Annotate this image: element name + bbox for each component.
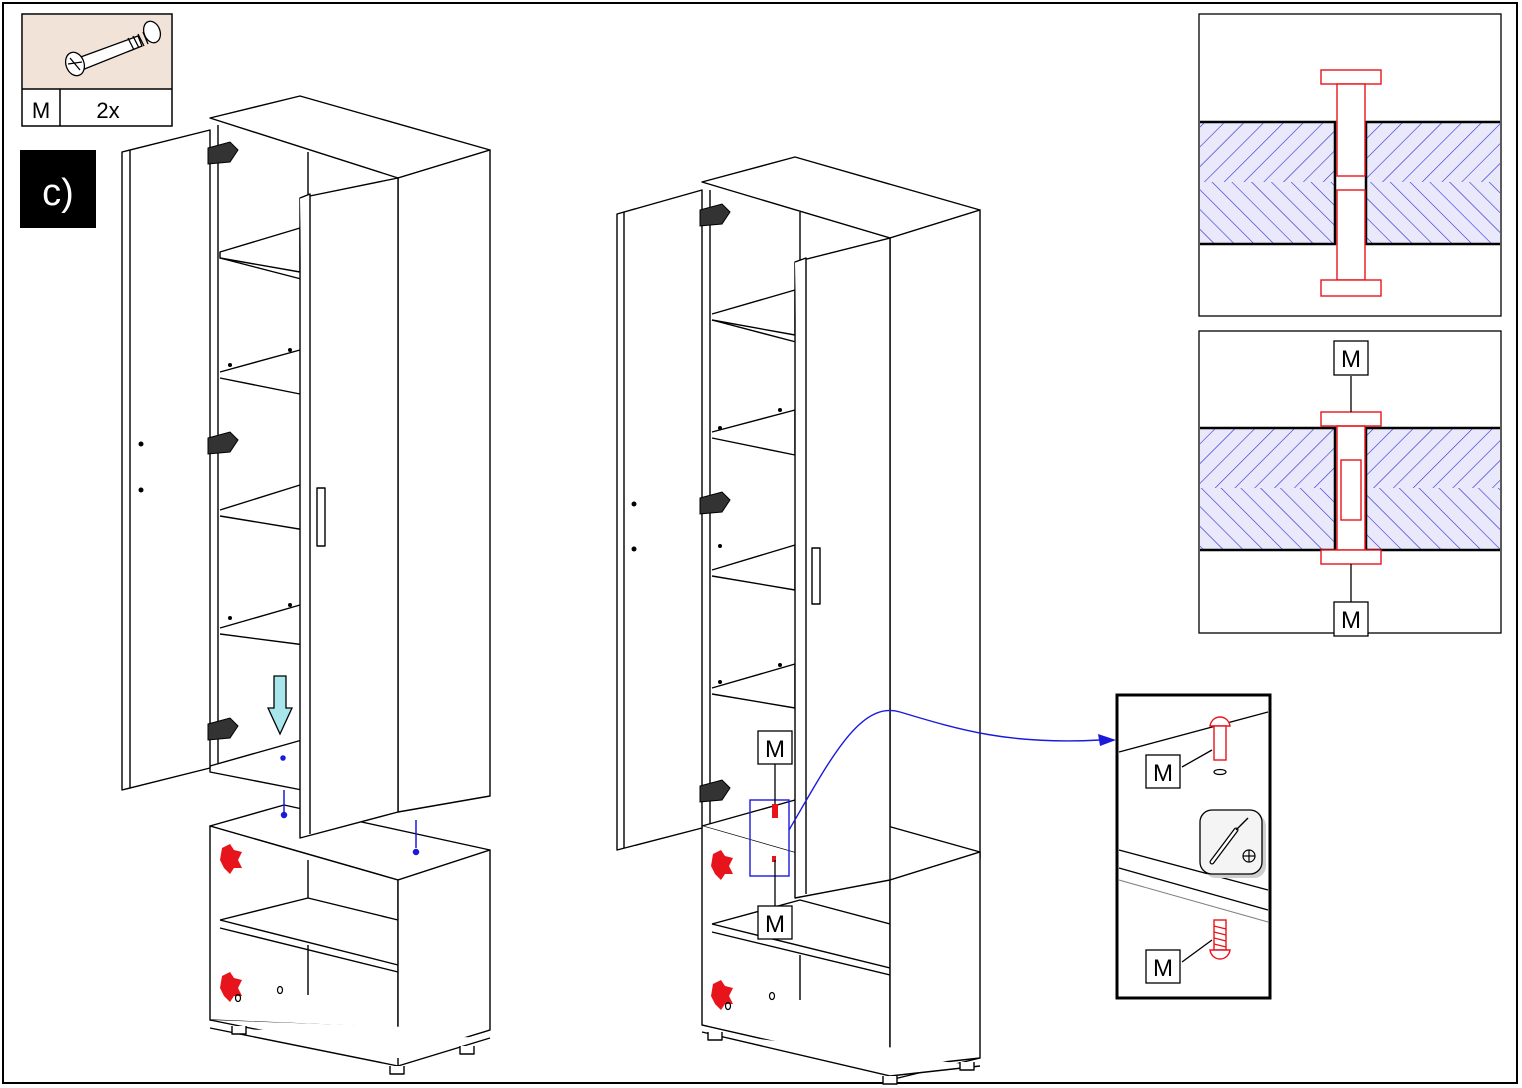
cabinet-assembled — [616, 156, 981, 1085]
screw-connector-icon — [64, 20, 162, 77]
part-quantity: 2x — [96, 98, 119, 123]
cross-section-after — [1198, 330, 1502, 637]
cabinet-exploded — [121, 95, 491, 1075]
step-badge: c) — [20, 150, 96, 228]
section-m-top: M — [1341, 346, 1361, 373]
phillips-screwdriver-icon — [1199, 809, 1266, 878]
cross-section-before — [1198, 13, 1502, 317]
callout-m-bottom: M — [765, 911, 785, 938]
section-m-bottom: M — [1341, 607, 1361, 634]
part-code: M — [32, 98, 50, 123]
parts-legend — [21, 13, 173, 127]
detail-m-bottom: M — [1153, 955, 1173, 982]
hinge-icons — [207, 141, 239, 741]
detail-m-top: M — [1153, 760, 1173, 787]
insert-down-arrow-icon — [266, 675, 294, 736]
detail-zoom-box — [1115, 693, 1272, 1000]
step-label: c) — [42, 172, 74, 214]
callout-m-top: M — [765, 736, 785, 763]
